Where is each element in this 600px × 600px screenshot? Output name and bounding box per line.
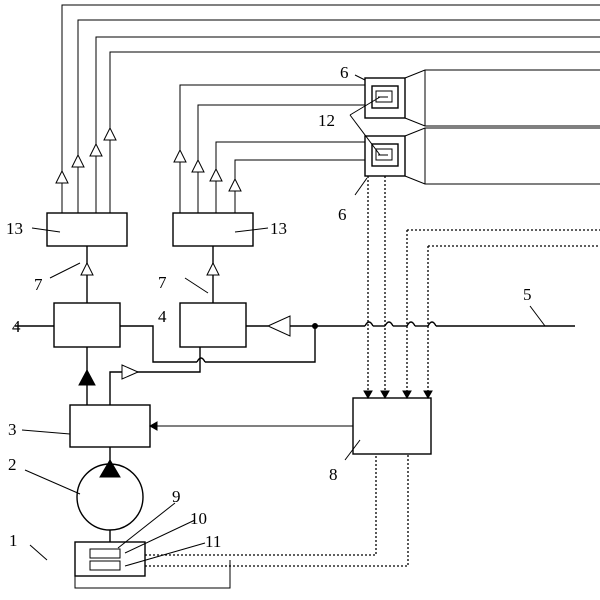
arrows-into-8 bbox=[363, 390, 433, 400]
right-13-lines bbox=[179, 84, 365, 213]
sensor-10-11 bbox=[74, 454, 409, 589]
top-bus-lines bbox=[61, 4, 600, 213]
arrows-left-13 bbox=[55, 126, 117, 184]
label-6-top: 6 bbox=[340, 63, 349, 82]
label-13-right: 13 bbox=[270, 219, 287, 238]
connection-7 bbox=[80, 246, 220, 303]
label-2: 2 bbox=[8, 455, 17, 474]
sensor-head-top bbox=[364, 69, 600, 127]
arrows-right-13 bbox=[173, 148, 242, 192]
label-7-left: 7 bbox=[34, 275, 43, 294]
block-8-to-3 bbox=[148, 421, 353, 431]
block-4-left bbox=[53, 302, 121, 348]
label-4-right: 4 bbox=[158, 307, 167, 326]
block-2-to-3 bbox=[99, 447, 121, 542]
block-3 bbox=[69, 404, 151, 448]
label-5: 5 bbox=[523, 285, 532, 304]
label-8: 8 bbox=[329, 465, 338, 484]
label-3: 3 bbox=[8, 420, 17, 439]
line-5 bbox=[246, 315, 575, 337]
label-10: 10 bbox=[190, 509, 207, 528]
label-6-bottom: 6 bbox=[338, 205, 347, 224]
dotted-signal-lines bbox=[367, 176, 600, 392]
block-1-sensor-housing bbox=[74, 541, 146, 577]
block-13-right bbox=[172, 212, 254, 247]
block-8 bbox=[352, 397, 432, 455]
leader-lines bbox=[21, 74, 546, 567]
block-4-interconnect bbox=[15, 325, 316, 363]
sensor-head-bottom bbox=[364, 127, 600, 185]
block-4-right bbox=[179, 302, 247, 348]
label-1: 1 bbox=[9, 531, 18, 550]
label-4-left: 4 bbox=[12, 317, 21, 336]
block-13-left bbox=[46, 212, 128, 247]
label-13-left: 13 bbox=[6, 219, 23, 238]
label-11: 11 bbox=[205, 532, 221, 551]
block-3-to-4 bbox=[78, 347, 201, 405]
label-12: 12 bbox=[318, 111, 335, 130]
label-9: 9 bbox=[172, 487, 181, 506]
label-7-right: 7 bbox=[158, 273, 167, 292]
